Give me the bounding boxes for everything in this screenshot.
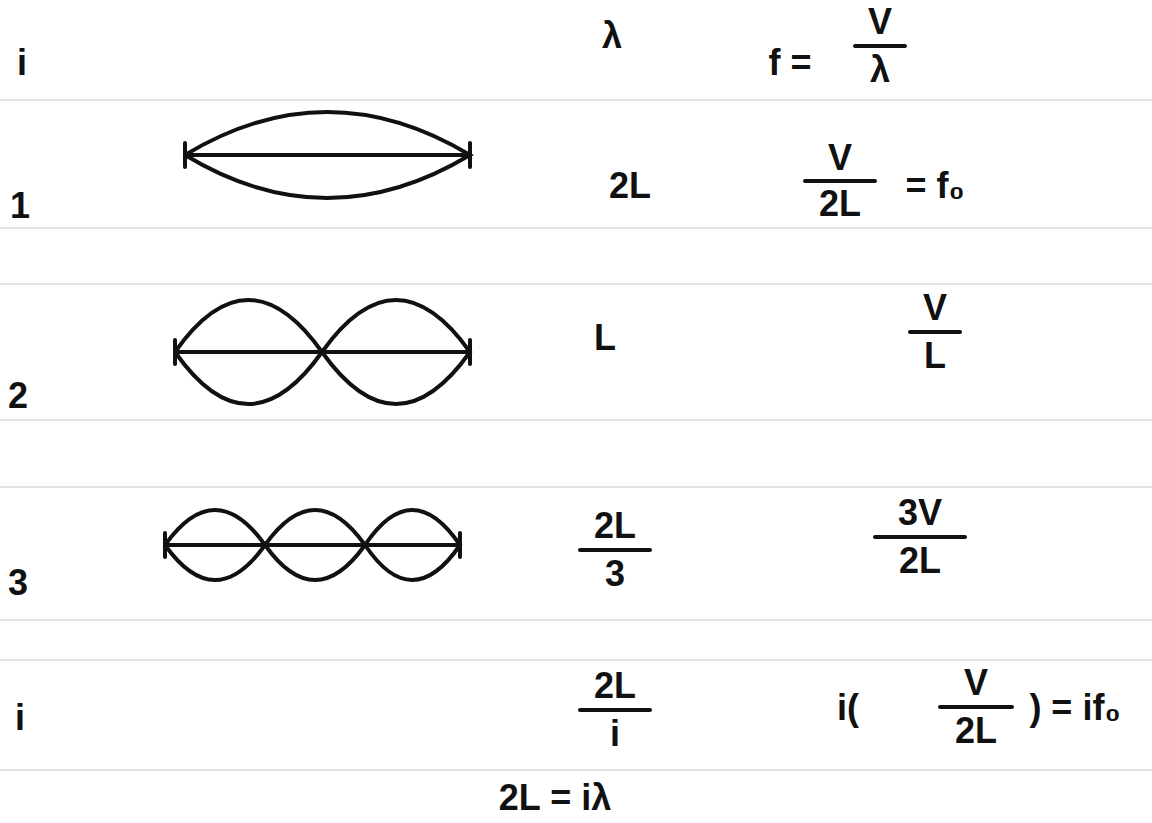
first-harmonic [185,112,470,198]
row-number: i [15,700,25,736]
formula-term: 2L [899,543,941,579]
formula-term: i( [837,690,859,726]
formula-term: L [594,320,616,356]
formula-term: = f₀ [905,168,964,204]
formula-term: 2L [819,186,861,222]
column-heading: λ [602,18,622,54]
row-number: 3 [8,565,28,601]
formula-text: 2L = iλ [499,780,611,816]
row-number: 1 [10,188,30,224]
row-number: 2 [8,378,28,414]
formula-term: 2L [955,713,997,749]
formula-term: 3V [898,495,942,531]
formula-term: ) = if₀ [1029,690,1120,726]
standing-waves [165,112,470,580]
formula-text: f = [768,45,811,81]
formula-term: 3 [605,556,625,592]
formula-term: L [924,338,946,374]
formula-term: 2L [609,168,651,204]
fraction-bars [580,46,1012,710]
column-heading: i [17,45,27,81]
second-harmonic [175,300,470,404]
third-harmonic [165,510,460,580]
formula-term: 2L [594,508,636,544]
formula-term: λ [870,52,890,88]
formula-term: V [828,140,852,176]
formula-term: i [610,716,620,752]
formula-term: 2L [594,668,636,704]
formula-term: V [868,4,892,40]
formula-term: V [964,665,988,701]
formula-term: V [923,290,947,326]
ruled-lines [0,100,1152,770]
